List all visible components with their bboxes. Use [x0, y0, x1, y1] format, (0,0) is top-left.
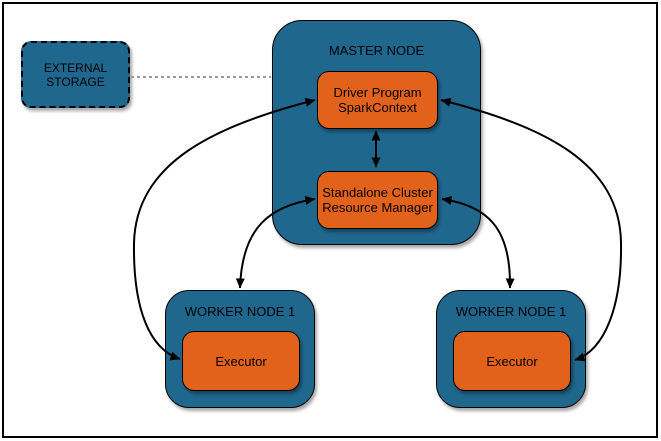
worker-node-left-title: WORKER NODE 1 [184, 304, 296, 319]
resource-manager-label-line1: Standalone Cluster [322, 185, 433, 200]
master-node-title: MASTER NODE [328, 43, 425, 58]
external-storage-label-line2: STORAGE [46, 74, 105, 89]
executor-left-label: Executor [215, 353, 267, 369]
worker-node-right: WORKER NODE 1 Executor [436, 290, 586, 408]
external-storage-node: EXTERNAL STORAGE [21, 41, 130, 108]
driver-program-label-line1: Driver Program [333, 85, 422, 100]
executor-right-label: Executor [486, 353, 538, 369]
executor-box-left: Executor [182, 331, 300, 391]
worker-node-right-title: WORKER NODE 1 [455, 304, 567, 319]
external-storage-label-line1: EXTERNAL [43, 60, 108, 75]
master-node: MASTER NODE Driver Program SparkContext … [272, 20, 481, 245]
driver-program-label-line2: SparkContext [338, 100, 417, 115]
resource-manager-box: Standalone Cluster Resource Manager [317, 171, 438, 229]
resource-manager-label-line2: Resource Manager [322, 200, 433, 215]
executor-box-right: Executor [453, 331, 571, 391]
worker-node-left: WORKER NODE 1 Executor [165, 290, 315, 408]
driver-program-box: Driver Program SparkContext [317, 71, 438, 129]
